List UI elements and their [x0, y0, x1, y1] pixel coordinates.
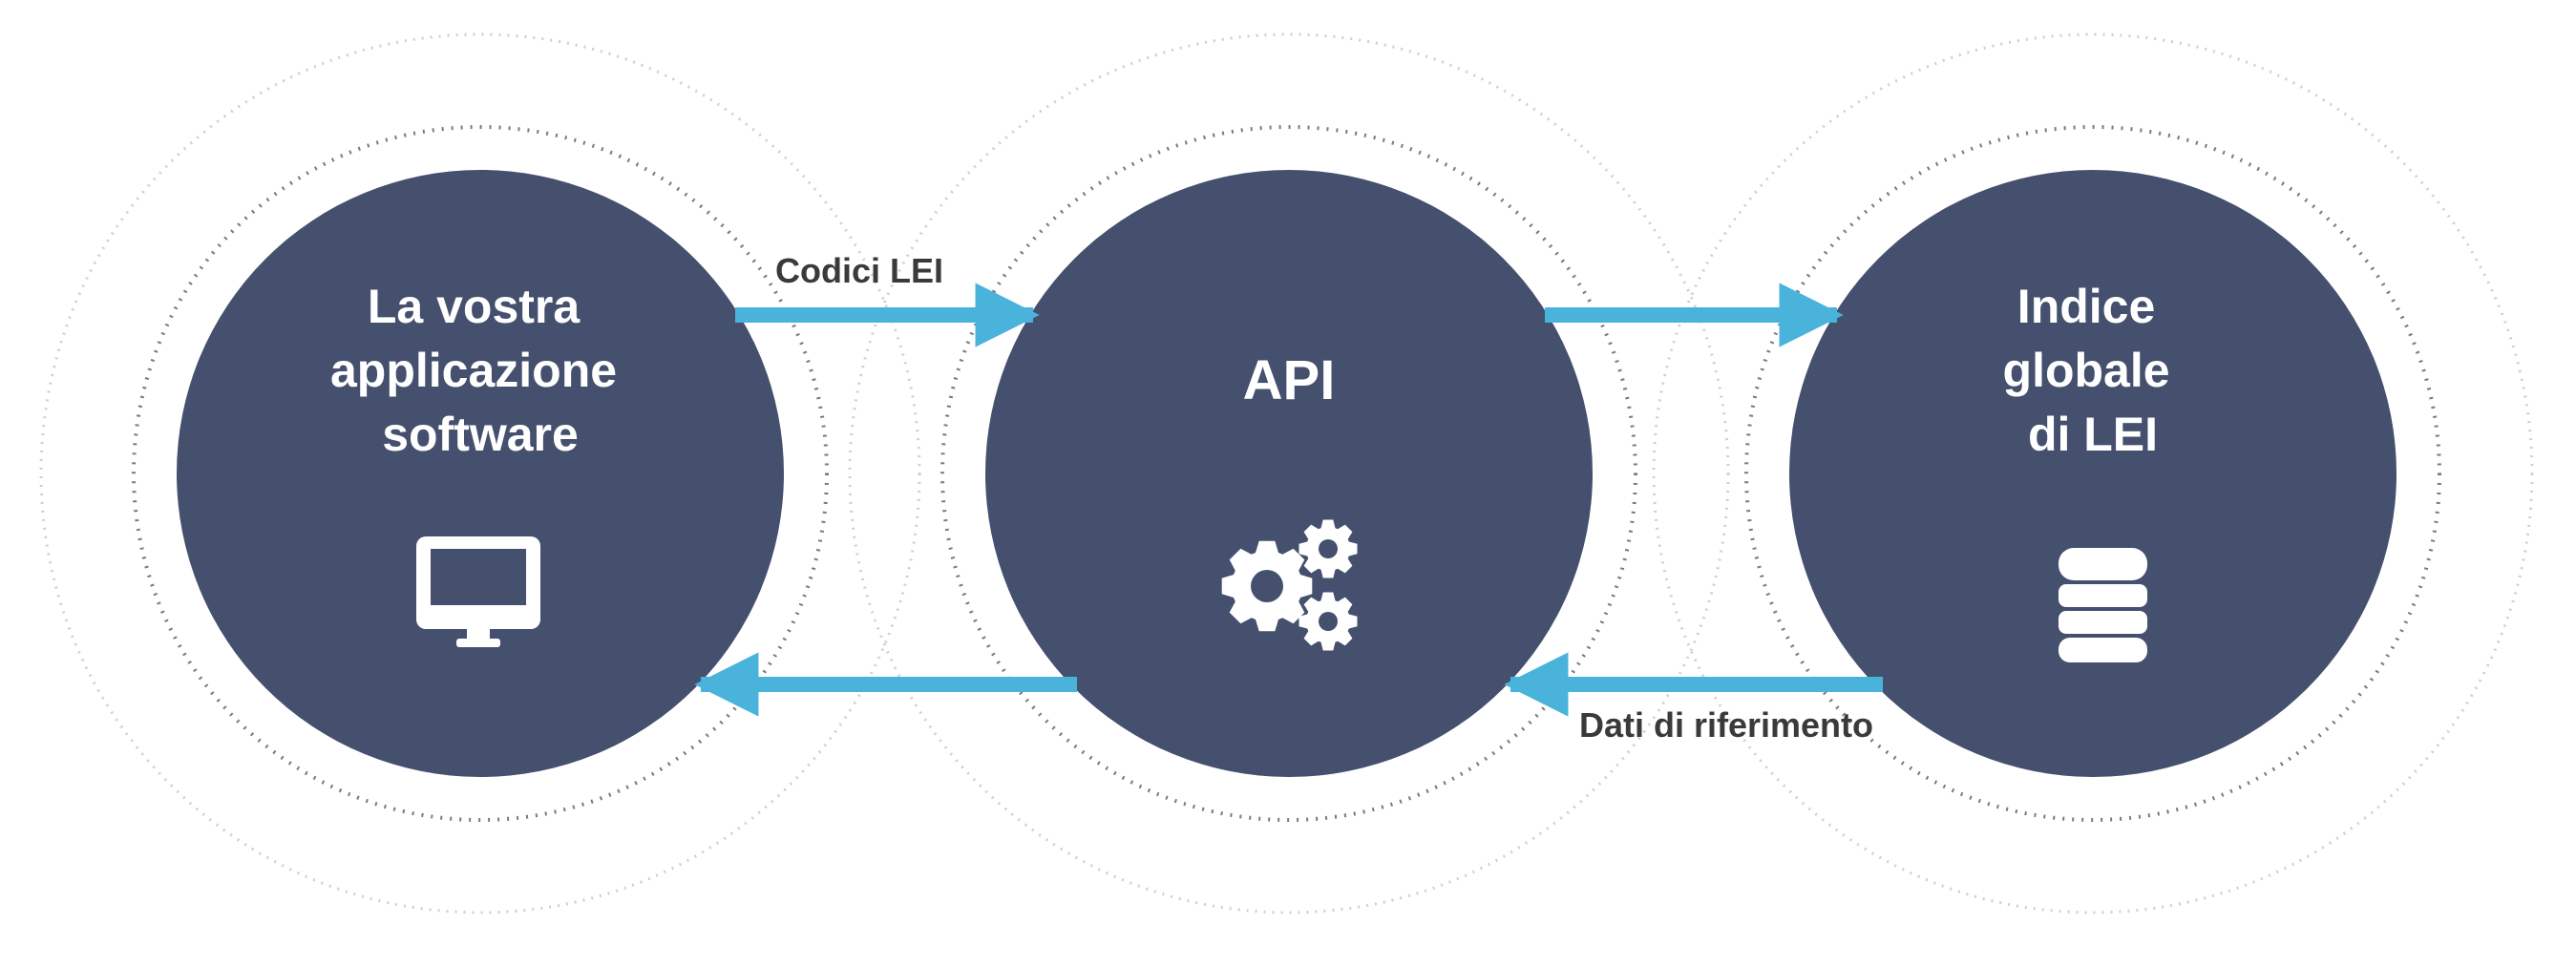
svg-text:API: API [1243, 349, 1336, 411]
outer-ring [1652, 32, 2534, 914]
edge-lei-index-to-api: Dati di riferimento [1504, 652, 1883, 745]
inner-ring [1744, 125, 2441, 822]
outer-ring [848, 32, 1730, 914]
svg-text:Indice globale di: Indice globale di LEI [2003, 280, 2184, 461]
outer-ring [39, 32, 921, 914]
node-label-line: globale [2003, 344, 2170, 397]
inner-ring [132, 125, 829, 822]
node-lei-index: Indice globale di LEI [1652, 32, 2534, 914]
node-circle [177, 170, 784, 777]
edge-label: Codici LEI [775, 251, 943, 290]
node-label-line: API [1243, 349, 1336, 411]
monitor-icon [416, 536, 540, 647]
gears-icon [1221, 519, 1358, 651]
node-circle [985, 170, 1593, 777]
inner-ring [940, 125, 1637, 822]
node-software: La vostra applicazione software [39, 32, 921, 914]
node-label-line: La vostra [368, 280, 581, 333]
node-label-line: software [382, 408, 579, 461]
node-circle [1789, 170, 2397, 777]
database-icon [2059, 548, 2147, 662]
svg-text:La vostra applicazione: La vostra applicazione software [330, 280, 630, 461]
edge-software-to-api: Codici LEI [735, 251, 1040, 347]
node-label-line: applicazione [330, 344, 617, 397]
node-label-line: Indice [2017, 280, 2155, 333]
edge-label: Dati di riferimento [1579, 705, 1873, 745]
node-api: API [848, 32, 1730, 914]
node-label-line: di LEI [2028, 408, 2158, 461]
